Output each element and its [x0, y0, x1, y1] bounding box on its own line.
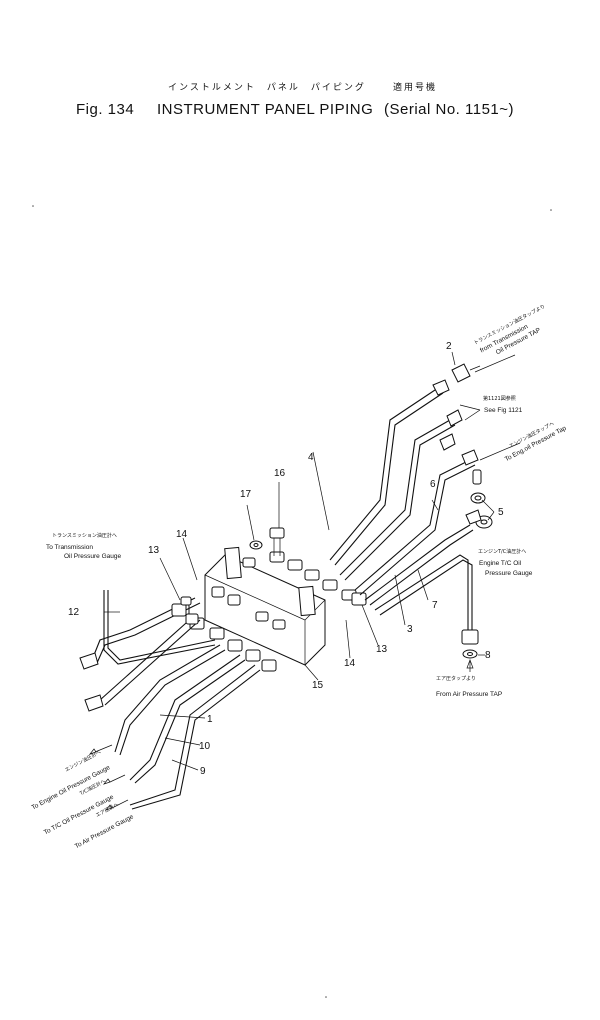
upper-connectors [432, 379, 493, 659]
callout-12: 12 [68, 607, 80, 618]
left-pipes [91, 590, 261, 810]
svg-text:エア圧タップより: エア圧タップより [436, 675, 476, 682]
svg-text:Engine T/C Oil: Engine T/C Oil [479, 560, 522, 567]
callout-4: 4 [308, 452, 314, 463]
svg-text:第1121図参照: 第1121図参照 [483, 395, 516, 402]
callout-10: 10 [199, 741, 211, 752]
page-title: INSTRUMENT PANEL PIPING [157, 101, 374, 118]
label-to-engine-tap: エンジン油圧タップへ To Eng.oil Pressure Tap [504, 420, 568, 463]
upper-pipes [329, 387, 476, 630]
label-to-transmission-gauge: トランスミッション油圧計へ To Transmission Oil Pressu… [46, 532, 121, 560]
svg-text:To Transmission: To Transmission [46, 544, 93, 551]
callout-13-left: 13 [148, 545, 160, 556]
callout-14-left: 14 [176, 529, 188, 540]
serial-japanese: 適用号機 [393, 83, 438, 93]
callout-17: 17 [240, 489, 252, 500]
manifold-block [204, 546, 326, 666]
callout-16: 16 [274, 468, 286, 479]
label-from-transmission: トランスミッション油圧タップより from Transmission Oil P… [473, 303, 547, 356]
svg-text:トランスミッション油圧計へ: トランスミッション油圧計へ [52, 532, 117, 539]
svg-text:See Fig 1121: See Fig 1121 [484, 407, 523, 414]
callout-6: 6 [430, 479, 436, 490]
callout-15: 15 [312, 680, 324, 691]
svg-text:エンジンT/C油圧計へ: エンジンT/C油圧計へ [478, 548, 526, 555]
elbow-fitting [451, 363, 481, 383]
svg-text:From Air Pressure TAP: From Air Pressure TAP [436, 691, 502, 698]
scan-speck [32, 205, 34, 207]
callout-13-right: 13 [376, 644, 388, 655]
callout-8: 8 [485, 650, 491, 661]
callout-3: 3 [407, 624, 413, 635]
scan-speck [325, 996, 327, 998]
washer [249, 540, 263, 550]
callout-2: 2 [446, 341, 452, 352]
svg-text:To Air Pressure Gauge: To Air Pressure Gauge [74, 813, 135, 850]
label-engine-tc-gauge: エンジンT/C油圧計へ Engine T/C Oil Pressure Gaug… [478, 548, 533, 577]
callout-7: 7 [432, 600, 438, 611]
left-connectors [79, 596, 199, 712]
scan-speck [550, 209, 552, 211]
callout-14-right: 14 [344, 658, 356, 669]
flow-arrows [88, 659, 474, 811]
figure-number: Fig. 134 [76, 101, 135, 118]
callout-leaders [94, 351, 521, 809]
callout-1: 1 [207, 714, 213, 725]
svg-text:Oil Pressure Gauge: Oil Pressure Gauge [64, 553, 121, 560]
bolt [269, 527, 285, 556]
callout-5: 5 [498, 507, 504, 518]
svg-text:Pressure Gauge: Pressure Gauge [485, 570, 533, 577]
title-japanese: インストルメント パネル パイピング [168, 83, 366, 93]
label-from-air-tap: エア圧タップより From Air Pressure TAP [436, 675, 502, 698]
serial-range: (Serial No. 1151~) [384, 101, 515, 118]
callout-9: 9 [200, 766, 206, 777]
label-see-figure: 第1121図参照 See Fig 1121 [483, 395, 523, 414]
